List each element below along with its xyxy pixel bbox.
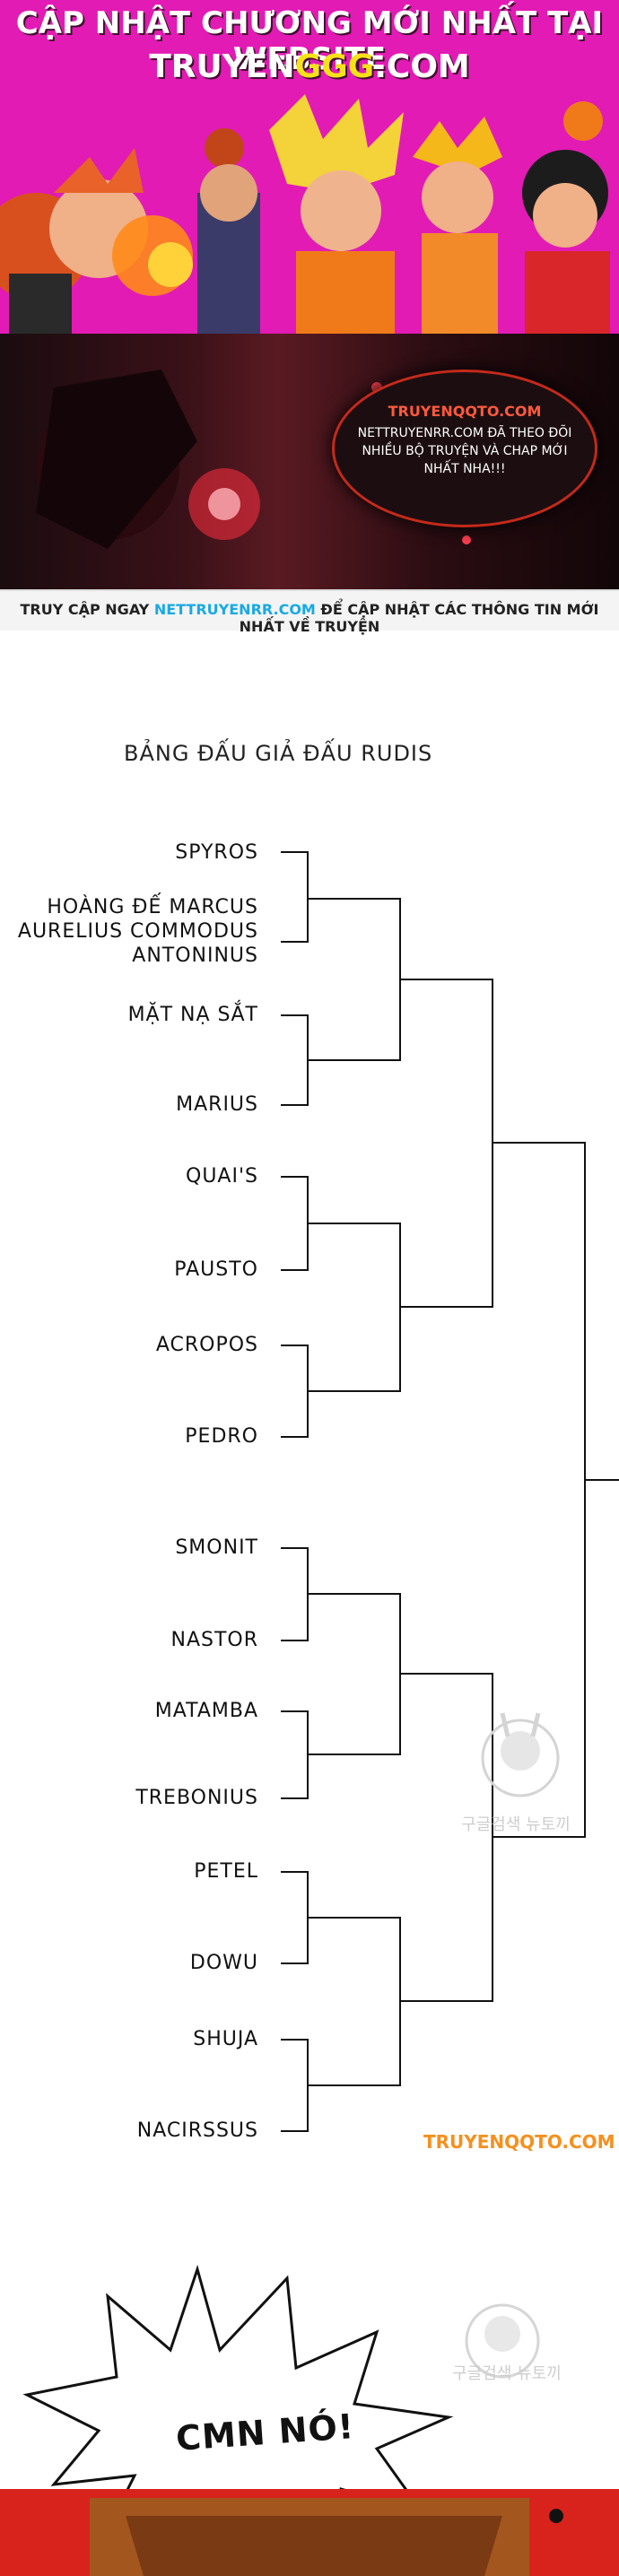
speech-bubble: TRUYENQQTO.COM NETTRUYENRR.COM ĐÃ THEO Đ… bbox=[332, 370, 597, 527]
site-watermark: TRUYENQQTO.COM bbox=[423, 2131, 615, 2153]
top-promo-banner[interactable]: CẬP NHẬT CHƯƠNG MỚI NHẤT TẠI WEBSITE TRU… bbox=[0, 0, 619, 334]
banner-site-part2: GGG bbox=[294, 48, 375, 85]
player-name: NACIRSSUS bbox=[136, 2119, 258, 2142]
player-name: PETEL bbox=[194, 1860, 258, 1883]
bracket-title: BẢNG ĐẤU GIẢ ĐẤU RUDIS bbox=[124, 741, 433, 766]
banner-title-line2: TRUYENGGG.COM bbox=[0, 48, 619, 85]
bubble-message: NETTRUYENRR.COM ĐÃ THEO ĐÕI NHIỀU BỘ TRU… bbox=[357, 426, 572, 476]
player-name: NASTOR bbox=[170, 1629, 258, 1651]
anime-characters-illustration bbox=[0, 94, 619, 334]
banner-title-line1: CẬP NHẬT CHƯƠNG MỚI NHẤT TẠI WEBSITE bbox=[15, 5, 604, 77]
player-name: DOWU bbox=[189, 1952, 258, 1974]
player-name: PAUSTO bbox=[174, 1258, 258, 1281]
player-name: MẶT NẠ SẮT bbox=[127, 1004, 258, 1026]
player-name: HOÀNG ĐẾ MARCUS AURELIUS COMMODUS ANTONI… bbox=[17, 896, 258, 967]
banner-site-part1: TRUYEN bbox=[149, 48, 295, 85]
promo-strip-text: TRUY CẬP NGAY NETTRUYENRR.COM ĐỂ CẬP NHẬ… bbox=[0, 601, 619, 635]
player-name: ACROPOS bbox=[155, 1334, 258, 1356]
player-name: PEDRO bbox=[185, 1425, 258, 1448]
player-name: TREBONIUS bbox=[135, 1787, 258, 1809]
korean-watermark: 구글검색 뉴토끼 bbox=[461, 1815, 571, 1834]
bottom-art-band bbox=[0, 2489, 619, 2576]
banner-site-part3: .COM bbox=[374, 48, 470, 85]
korean-watermark: 구글검색 뉴토끼 bbox=[452, 2364, 562, 2383]
strip-text-end: ĐỂ CẬP NHẬT CÁC THÔNG TIN MỚI NHẤT VỀ TR… bbox=[239, 601, 599, 635]
watermark-mascot bbox=[481, 1712, 560, 1797]
strip-text-start: TRUY CẬP NGAY bbox=[20, 601, 154, 618]
player-name: SHUJA bbox=[193, 2028, 258, 2050]
dark-art-illustration bbox=[36, 370, 551, 549]
player-name: MARIUS bbox=[176, 1093, 258, 1116]
player-name: MATAMBA bbox=[154, 1700, 258, 1722]
promo-link-strip[interactable]: TRUY CẬP NGAY NETTRUYENRR.COM ĐỂ CẬP NHẬ… bbox=[0, 589, 619, 635]
player-name: SPYROS bbox=[175, 841, 258, 864]
player-name: SMONIT bbox=[175, 1536, 258, 1559]
secondary-promo-banner[interactable]: TRUYENQQTO.COM NETTRUYENRR.COM ĐÃ THEO Đ… bbox=[0, 334, 619, 589]
bottom-art-illustration bbox=[0, 2489, 619, 2576]
bubble-site-name: TRUYENQQTO.COM bbox=[388, 403, 542, 420]
strip-site-link[interactable]: NETTRUYENRR.COM bbox=[153, 601, 316, 618]
player-name: QUAI'S bbox=[186, 1165, 258, 1188]
